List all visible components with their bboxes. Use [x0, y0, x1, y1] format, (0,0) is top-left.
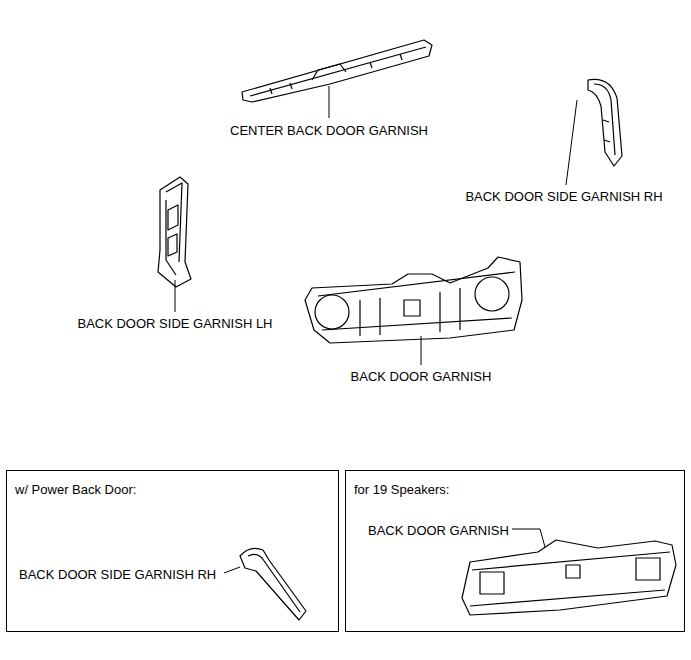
rh-side-garnish-drawing	[588, 79, 622, 166]
variant-panel: for 19 Speakers: BACK DOOR GARNISH	[345, 470, 685, 632]
lh-side-garnish-drawing	[158, 177, 191, 287]
part-name: BACK DOOR SIDE GARNISH RH	[19, 567, 216, 582]
part-name: BACK DOOR GARNISH	[368, 523, 509, 538]
speaker-back-door-garnish-drawing	[462, 540, 676, 615]
center-garnish-drawing	[242, 40, 432, 102]
part-name: CENTER BACK DOOR GARNISH	[230, 123, 428, 138]
variant-heading: w/ Power Back Door:	[15, 482, 136, 497]
part-name: BACK DOOR GARNISH	[351, 369, 492, 384]
power-rh-garnish-drawing	[240, 548, 306, 620]
variant-panel: w/ Power Back Door: BACK DOOR SIDE GARNIS…	[6, 470, 339, 632]
part-name: BACK DOOR SIDE GARNISH RH	[465, 189, 662, 204]
part-name: BACK DOOR SIDE GARNISH LH	[77, 316, 272, 331]
variant-heading: for 19 Speakers:	[354, 482, 449, 497]
back-door-garnish-drawing	[305, 257, 522, 343]
